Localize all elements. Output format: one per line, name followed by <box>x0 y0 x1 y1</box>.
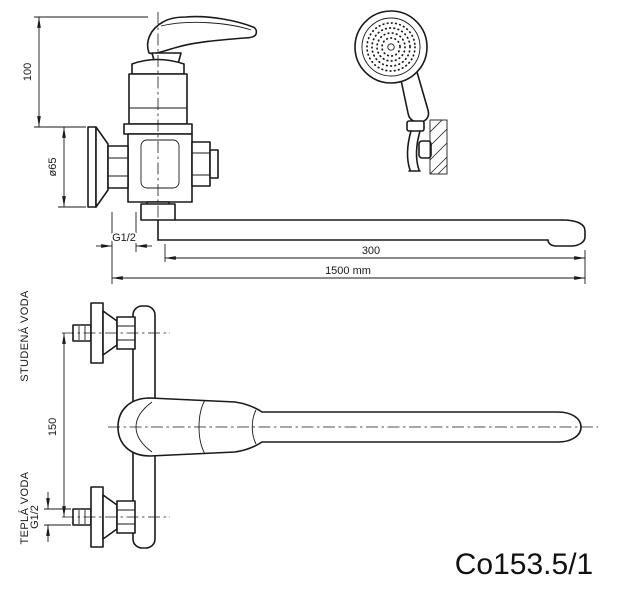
flange-cone <box>95 126 109 208</box>
spout-side <box>157 219 586 247</box>
wall-flange-left <box>87 126 129 208</box>
dim-label-100: 100 <box>22 63 34 81</box>
bottom-view: 150 G1/2 STUDENÁ VODA TEPLÁ VODA <box>18 290 598 549</box>
cartridge-outline <box>140 139 180 189</box>
shower-hose <box>415 130 421 171</box>
hand-shower <box>354 10 448 175</box>
dim-label-spout: 300 <box>362 245 380 257</box>
spout-tip <box>547 219 586 247</box>
lever-handle <box>146 15 258 55</box>
dim-label-thread-bottom: G1/2 <box>29 505 41 529</box>
hose-clamp <box>418 140 432 159</box>
top-view: 100 ø65 G1/2 300 1500 mm <box>20 10 586 284</box>
hose-nut <box>406 120 425 132</box>
cold-connection <box>72 302 136 364</box>
dimensions-top-view: 100 ø65 G1/2 300 1500 mm <box>20 16 586 284</box>
spout-joint-line <box>251 409 257 445</box>
dimensions-bottom-view: 150 G1/2 STUDENÁ VODA TEPLÁ VODA <box>18 290 71 545</box>
lever-detail-line <box>160 21 252 31</box>
dim-label-flange: ø65 <box>47 158 59 177</box>
shower-head-rim <box>361 17 421 77</box>
inlet-nut <box>107 145 129 189</box>
hot-water-label: TEPLÁ VODA <box>18 471 31 544</box>
port-cap <box>209 149 219 179</box>
shower-hose <box>406 130 412 171</box>
flange-disc <box>87 126 97 208</box>
port-nut <box>191 141 211 187</box>
right-port <box>191 141 219 187</box>
dim-label-spacing: 150 <box>47 418 59 436</box>
model-number: Co153.5/1 <box>455 548 593 581</box>
mixer-body-side <box>87 15 258 221</box>
dim-label-hose: 1500 mm <box>325 265 371 277</box>
body-block <box>127 133 193 203</box>
spray-center <box>387 43 395 51</box>
wall-hatching <box>429 119 448 175</box>
spray-nozzle-rings <box>366 22 416 72</box>
dim-label-thread-top: G1/2 <box>112 232 136 244</box>
hot-connection <box>72 486 136 548</box>
cold-water-label: STUDENÁ VODA <box>18 290 31 382</box>
shower-head <box>354 10 428 84</box>
